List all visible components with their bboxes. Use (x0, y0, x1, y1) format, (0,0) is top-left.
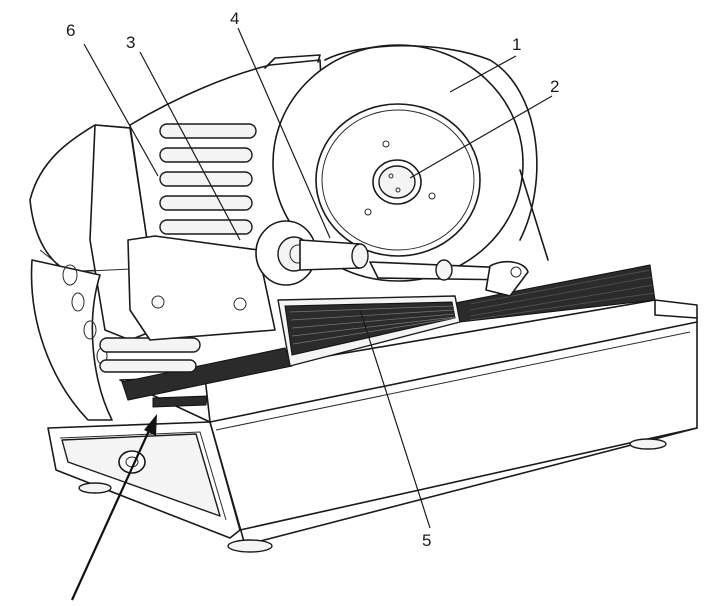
side-grate-left (121, 347, 293, 408)
callout-6: 6 (66, 21, 75, 40)
callout-numbers: 1 2 3 4 5 6 (66, 9, 559, 550)
callout-5: 5 (422, 531, 431, 550)
slide-rod (369, 259, 529, 297)
circular-blade (315, 103, 481, 257)
callout-3: 3 (126, 33, 135, 52)
callout-4: 4 (230, 9, 239, 28)
pointer-arrow (70, 414, 157, 601)
callout-1: 1 (512, 35, 521, 54)
callout-2: 2 (550, 77, 559, 96)
housing-slots (99, 123, 257, 373)
carriage-table (277, 295, 461, 367)
food-pusher (127, 220, 369, 341)
leader-lines (83, 27, 553, 529)
motor-housing (99, 54, 331, 373)
